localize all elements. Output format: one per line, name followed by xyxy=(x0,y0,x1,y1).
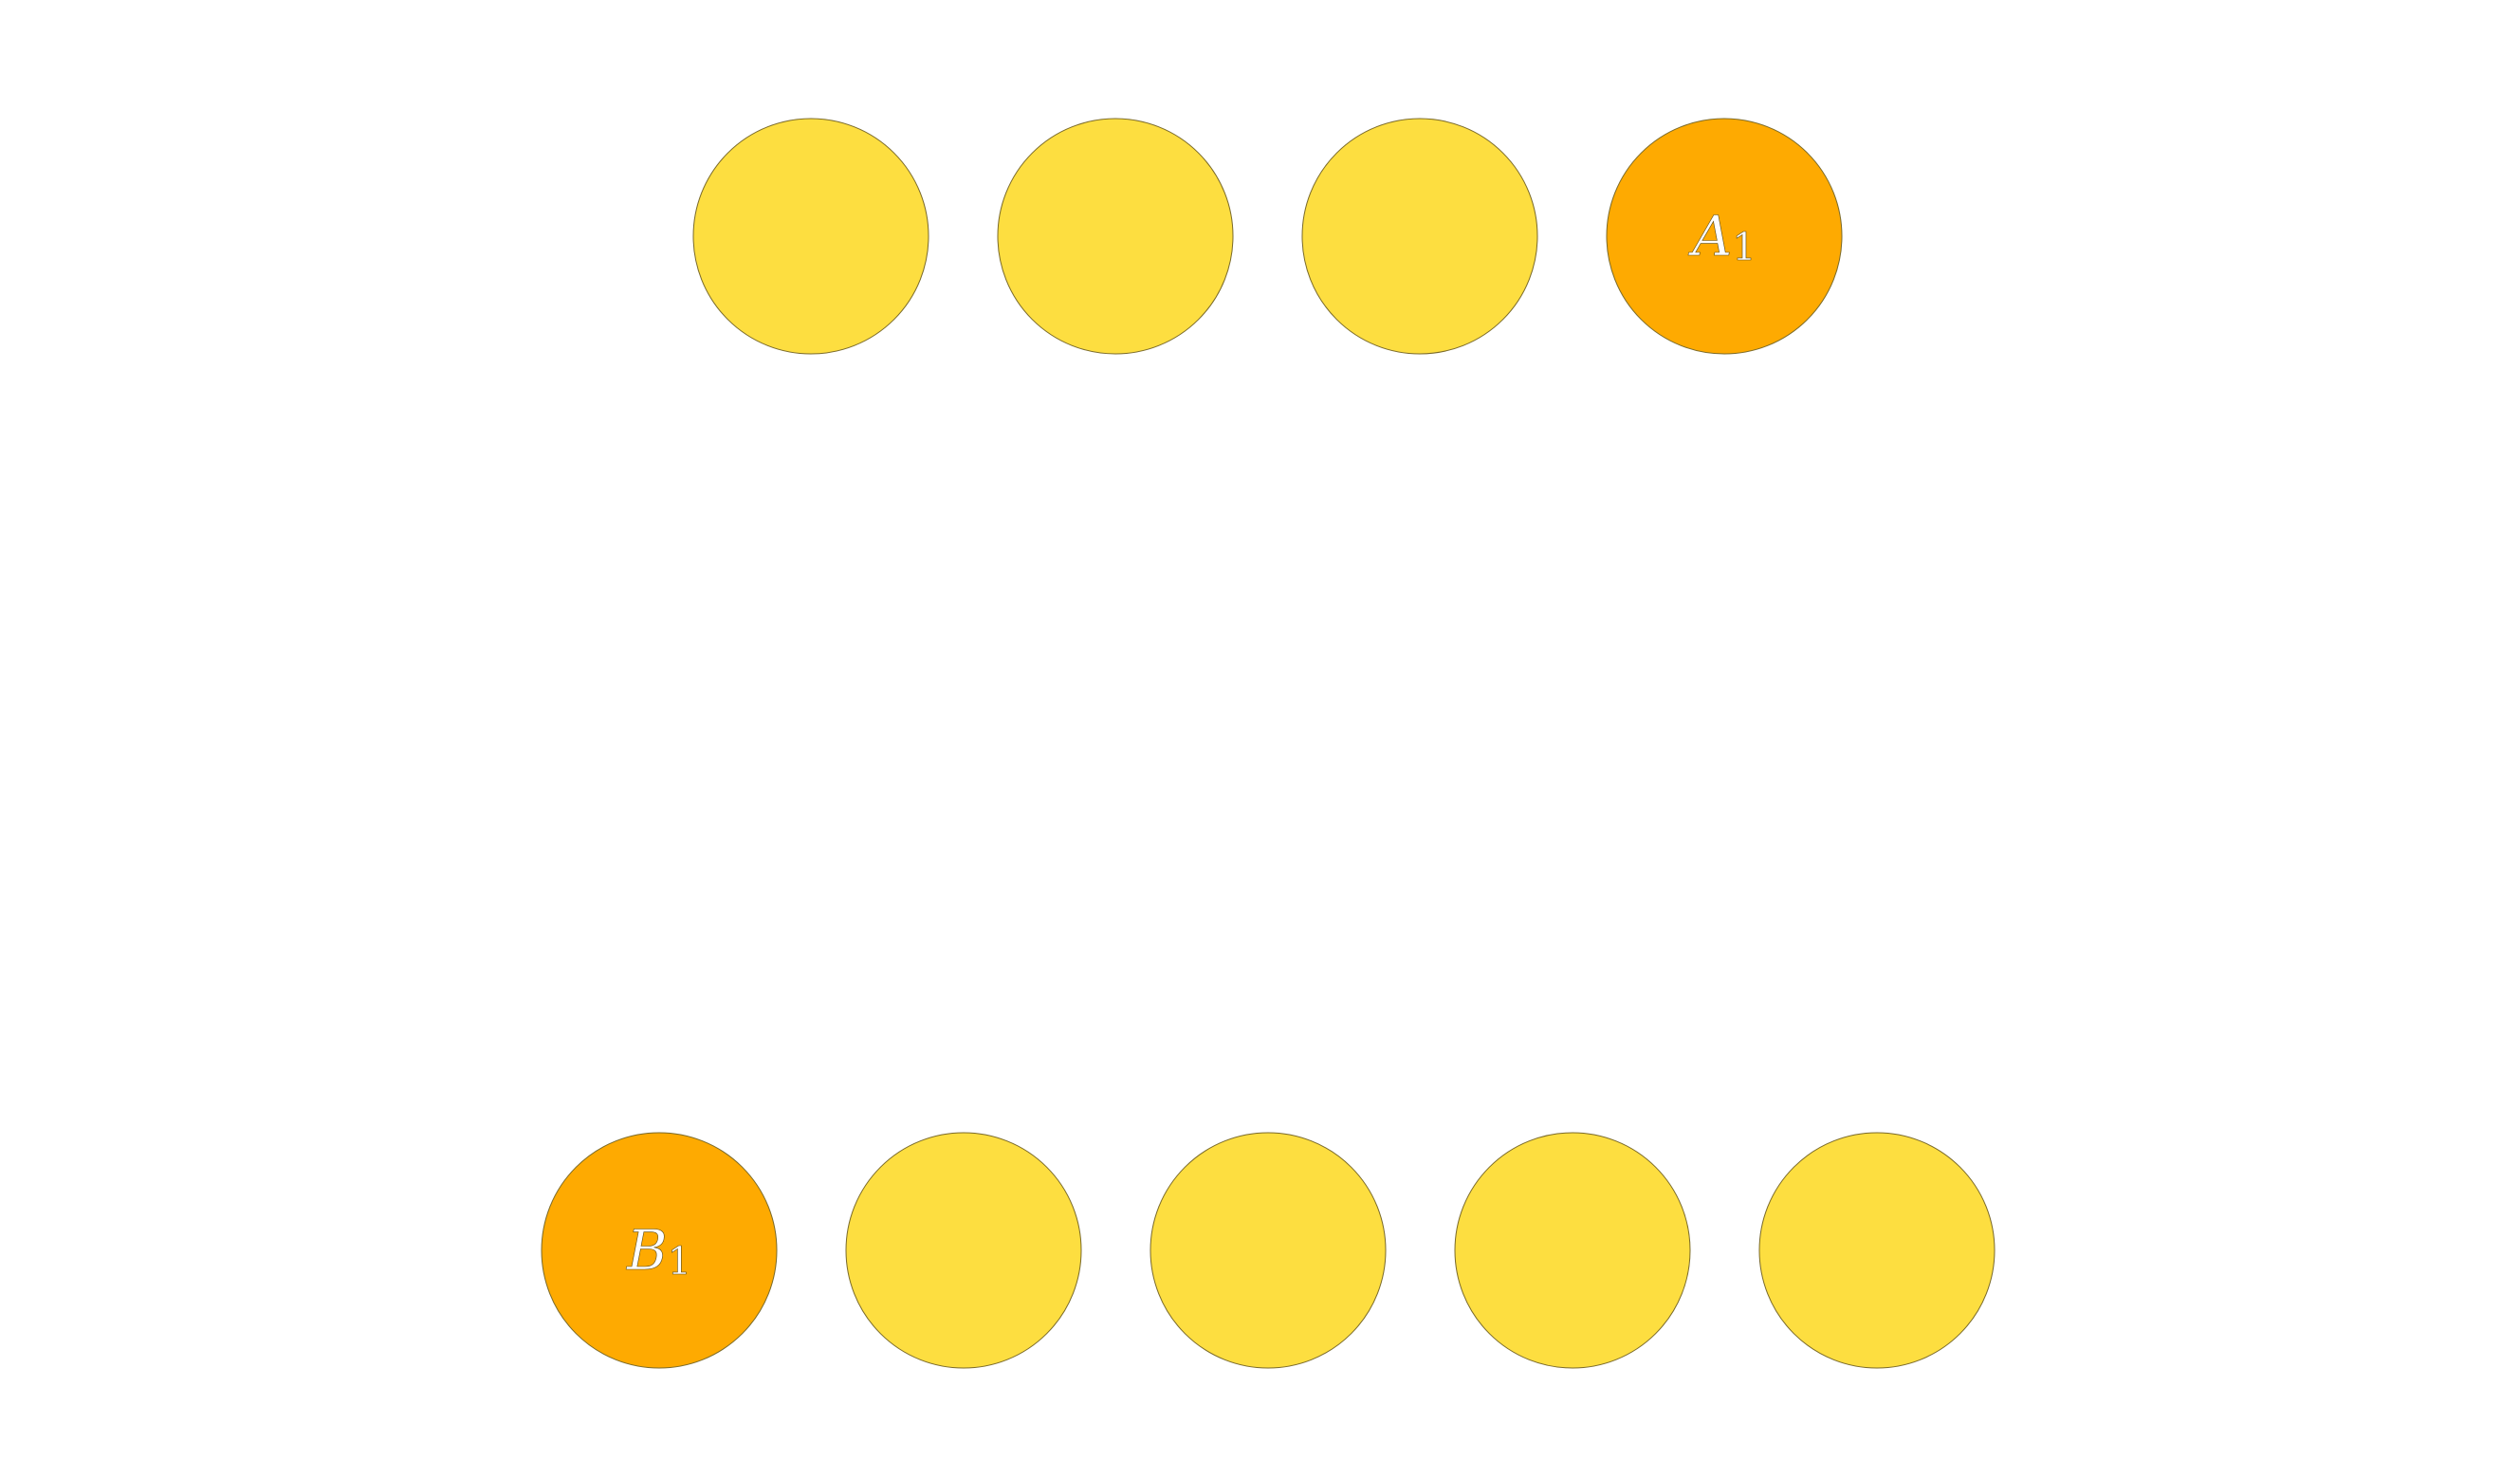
node-circle xyxy=(692,118,929,355)
node-label-letter: B xyxy=(626,1218,668,1283)
node-label: B1 xyxy=(626,1218,691,1284)
node-circle xyxy=(1606,118,1843,355)
node-circle xyxy=(845,1132,1082,1369)
node xyxy=(1454,1132,1691,1369)
node xyxy=(997,118,1234,355)
node xyxy=(1150,1132,1387,1369)
highlighted-node-b1: B1 xyxy=(541,1132,778,1369)
top-row: A1 xyxy=(692,118,1843,355)
node-label-letter: A xyxy=(1687,204,1732,268)
node-circle xyxy=(1301,118,1538,355)
node-circle xyxy=(541,1132,778,1369)
node xyxy=(1758,1132,1996,1369)
node-label: A1 xyxy=(1687,204,1756,269)
node-circle xyxy=(1758,1132,1996,1369)
node-circle xyxy=(1454,1132,1691,1369)
bottom-row: B1 xyxy=(541,1132,1996,1369)
node xyxy=(1301,118,1538,355)
node xyxy=(845,1132,1082,1369)
highlighted-node-a1: A1 xyxy=(1606,118,1843,355)
node-circle xyxy=(1150,1132,1387,1369)
node-label-subscript: 1 xyxy=(668,1240,691,1284)
node xyxy=(692,118,929,355)
node-label-subscript: 1 xyxy=(1732,226,1756,269)
node-circle xyxy=(997,118,1234,355)
